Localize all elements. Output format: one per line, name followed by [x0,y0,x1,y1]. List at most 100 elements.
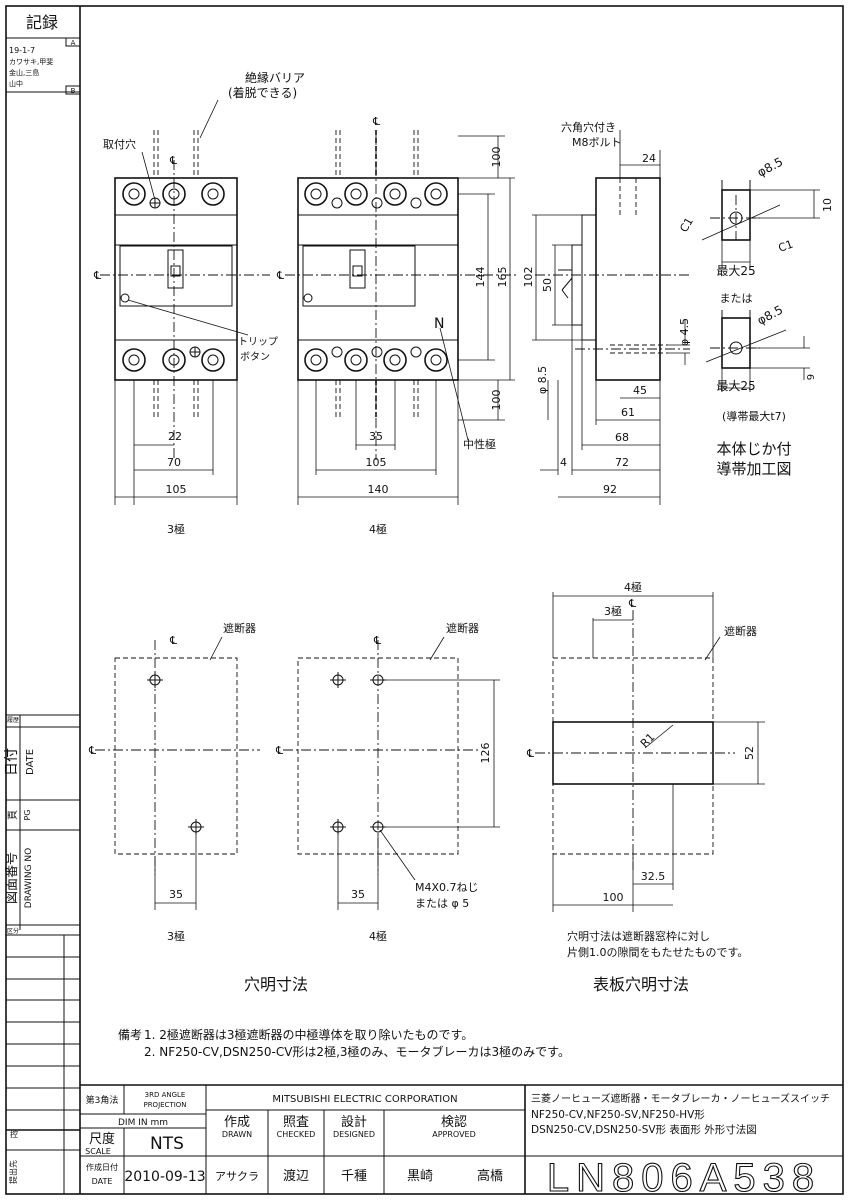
neutral-pole-label: 中性極 [463,437,496,451]
max-25-label: 最大25 [716,264,755,278]
dim-35-3p: 35 [169,888,183,901]
section-title-right: 表板穴明寸法 [593,975,689,994]
dim-92: 92 [603,483,617,496]
date-label-jp: 日付 [4,748,20,776]
dim-102: 102 [522,267,535,288]
record-line: 山中 [9,79,23,88]
projection-jp: 第3角法 [86,1094,119,1106]
remark-line: 2. NF250-CV,DSN250-CV形は2極,3極のみ、モータブレーカは3… [144,1044,570,1059]
mount-hole-label: 取付穴 [103,137,136,151]
dim-phi-4-5: φ 4.5 [678,318,691,346]
record-line: 19-1-7 [9,46,35,55]
remarks-prefix: 備考 [118,1027,142,1042]
centerline-mark: ℄ [275,744,283,757]
section-label: 区分 [7,927,19,935]
bolt-note: M8ボルト [572,136,622,149]
drawing-title: NF250-CV,NF250-SV,NF250-HV形 [531,1109,705,1121]
dim-32-5: 32.5 [641,870,666,883]
submit-label: 提出先 [8,1160,18,1184]
chamfer-c1: C1 [677,215,696,234]
radius-r1: R1 [638,731,658,751]
label-3p: 3極 [167,929,185,943]
record-title: 記録 [26,13,58,32]
centerline-mark: ℄ [526,747,534,760]
trip-button-label: トリップ [238,336,278,348]
checked-label-en: CHECKED [277,1130,316,1139]
rev-b-label: B [71,87,76,95]
dim-140: 140 [368,483,389,496]
centerline-mark: ℄ [88,744,96,757]
dim-70: 70 [167,456,181,469]
centerline-mark: ℄ [93,269,101,282]
date-label-en: DATE [92,1177,113,1186]
title-block [80,1084,843,1194]
scale-label-en: SCALE [85,1147,111,1156]
approved-label: 検認 [441,1114,467,1130]
centerline-mark: ℄ [628,597,636,610]
panel-label-4p: 4極 [624,580,642,594]
checked-label: 照査 [283,1115,309,1130]
revision-grid [6,956,80,1151]
panel-note: 穴明寸法は遮断器窓枠に対し [567,929,710,943]
dim-100: 100 [603,891,624,904]
front-view-3p [100,99,270,505]
terminal-detail [701,180,820,392]
drawing-title: 三菱ノーヒューズ遮断器・モータブレーカ・ノーヒューズスイッチ [531,1092,830,1105]
dim-61: 61 [621,406,635,419]
panel-note: 片側1.0の隙間をもたせたものです。 [567,945,748,959]
dim-105-3p: 105 [166,483,187,496]
projection-en: 3RD ANGLE [145,1091,186,1099]
section-title-left: 穴明寸法 [244,975,308,994]
dim-72: 72 [615,456,629,469]
designed-label-en: DESIGNED [333,1130,375,1139]
copy-label: 控 [10,1129,18,1139]
dim-144: 144 [474,267,487,288]
drawn-label-en: DRAWN [222,1130,252,1139]
dimension-unit: DIM IN mm [118,1118,168,1128]
dim-105-4p: 105 [366,456,387,469]
drawing-no-label-en: DRAWING NO [24,848,34,908]
date-value: 2010-09-13 [124,1169,205,1185]
remark-line: 1. 2極遮断器は3極遮断器の中極導体を取り除いたものです。 [144,1027,473,1042]
drawing-number: LN806A538 [547,1156,821,1200]
dim-10: 10 [821,198,834,212]
breaker-label: 遮断器 [446,621,479,635]
trip-button-label: ボタン [240,351,270,363]
barrier-note: 絶縁バリア [245,70,305,85]
centerline-mark: ℄ [372,115,380,128]
label-4p: 4極 [369,929,387,943]
dim-50: 50 [541,278,554,292]
chamfer-c1: C1 [777,238,795,255]
drawing-title: DSN250-CV,DSN250-SV形 表面形 外形寸法図 [531,1123,757,1136]
record-line: カワサキ,甲斐 [9,57,53,66]
front-view-4p [285,130,518,505]
dim-4: 4 [560,456,567,469]
dim-35: 35 [369,430,383,443]
designed-label: 設計 [341,1114,367,1130]
label-3p: 3極 [167,522,185,536]
max-25-label: 最大25 [716,379,755,393]
drawn-name: アサクラ [215,1170,259,1183]
dim-24: 24 [642,152,656,165]
terminal-phi-8-5: φ8.5 [755,155,785,180]
projection-en: PROJECTION [143,1101,186,1109]
sheet-border [5,5,844,1195]
dim-52: 52 [743,746,756,760]
dim-100-top: 100 [490,147,503,168]
record-line: 金山,三島 [9,68,39,77]
approved-label-en: APPROVED [432,1130,476,1139]
side-view [532,130,690,505]
breaker-label: 遮断器 [223,621,256,635]
dim-phi-8-5: φ 8.5 [536,366,549,394]
conductor-max-thickness: (導帯最大t7) [722,409,786,423]
cutout-4p [283,636,500,910]
drawn-label: 作成 [224,1115,250,1130]
rev-a-label: A [71,39,76,47]
approver-name: 黒崎 [407,1169,433,1184]
label-4p: 4極 [369,522,387,536]
designed-name: 千種 [341,1168,367,1184]
dim-35-4p: 35 [351,888,365,901]
company-name: MITSUBISHI ELECTRIC CORPORATION [272,1094,457,1105]
panel-label-3p: 3極 [604,604,622,618]
